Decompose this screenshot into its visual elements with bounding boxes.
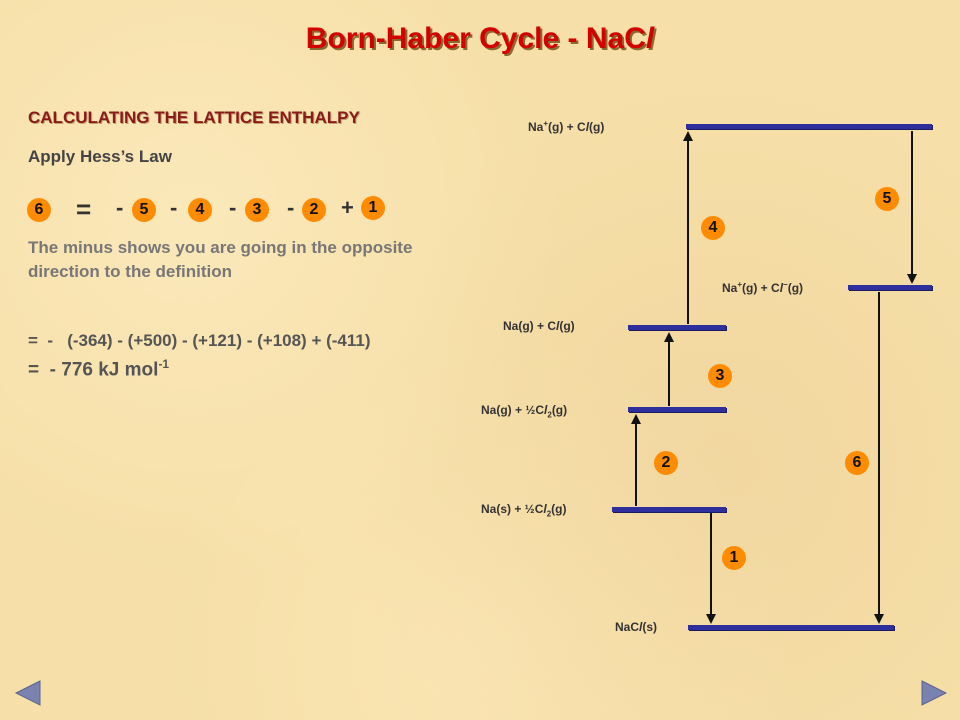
step-badge-term: 1 xyxy=(361,196,385,220)
previous-slide-icon[interactable] xyxy=(14,680,42,706)
step-badge-lhs: 6 xyxy=(27,198,51,222)
diagram-badge-step-5: 5 xyxy=(875,187,899,211)
step-badge-term: 4 xyxy=(188,198,212,222)
diagram-badge-step-6: 6 xyxy=(845,451,869,475)
hess-law-label: Apply Hess’s Law xyxy=(28,147,172,166)
diagram-badge-step-1: 1 xyxy=(722,546,746,570)
section-heading: CALCULATING THE LATTICE ENTHALPY xyxy=(28,108,360,127)
result-exponent: -1 xyxy=(158,357,170,371)
term-sign: + xyxy=(341,195,354,220)
term-sign: - xyxy=(287,195,295,220)
level-line-na-atom-half-cl2 xyxy=(628,407,726,412)
level-line-nacl-solid xyxy=(688,625,894,630)
level-label-na-ion-cl-ion: Na+(g) + Cl−(g) xyxy=(722,280,804,295)
diagram-badge-step-3: 3 xyxy=(708,364,732,388)
next-slide-icon[interactable] xyxy=(920,680,948,706)
level-label-na-atom-cl-atom: Na(g) + Cl(g) xyxy=(503,319,575,333)
equals-sign: = xyxy=(76,194,92,224)
step-badge-term: 2 xyxy=(302,198,326,222)
level-line-na-ion-cl-atom xyxy=(686,124,932,129)
level-label-nacl-solid: NaCl(s) xyxy=(615,620,658,634)
term-sign: - xyxy=(116,195,124,220)
result-line: = - 776 kJ mol-1 xyxy=(28,357,169,381)
diagram-badge-step-2: 2 xyxy=(654,451,678,475)
result-value: = - 776 kJ mol xyxy=(28,359,159,381)
level-label-na-atom-half-cl2: Na(g) + ½Cl2(g) xyxy=(481,403,568,420)
calculation-line: = - (-364) - (+500) - (+121) - (+108) + … xyxy=(28,331,371,350)
level-line-na-atom-cl-atom xyxy=(628,325,726,330)
level-label-na-solid-half-cl2: Na(s) + ½Cl2(g) xyxy=(481,502,567,519)
step-badge-term: 5 xyxy=(132,198,156,222)
level-line-na-solid-half-cl2 xyxy=(612,507,726,512)
level-label-na-ion-cl-atom: Na+(g) + Cl(g) xyxy=(528,119,605,134)
term-sign: - xyxy=(170,195,178,220)
direction-note: The minus shows you are going in the opp… xyxy=(28,238,413,281)
title-italic-l: l xyxy=(645,22,655,55)
title-text: Born-Haber Cycle - NaC xyxy=(305,22,646,55)
step-badge-term: 3 xyxy=(245,198,269,222)
level-line-na-ion-cl-ion xyxy=(848,285,932,290)
term-sign: - xyxy=(229,195,237,220)
slide-title: Born-Haber Cycle - NaCl xyxy=(0,22,960,56)
diagram-badge-step-4: 4 xyxy=(701,216,725,240)
